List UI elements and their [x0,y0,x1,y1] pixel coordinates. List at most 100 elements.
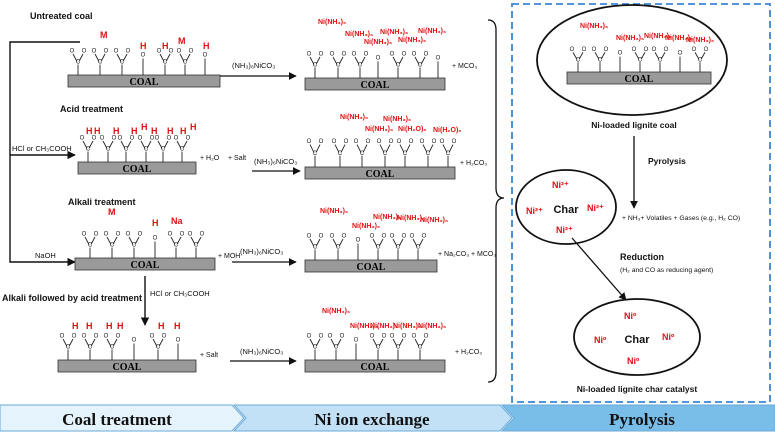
ion-label: H [162,41,169,51]
atom-symbol: C [396,63,401,69]
ion-label: H [180,126,187,136]
ion-label: Ni(NH₃)₆ [383,116,411,123]
bond-line [422,144,428,153]
atom-symbol: O [70,49,75,55]
row-title-alkali-acid: Alkali followed by acid treatment [2,293,142,303]
ion-label: Ni(NH₃)₆ [340,114,368,121]
atom-symbol: O [114,49,119,55]
ion-label: Ni(NH₃)₆ [418,28,446,35]
ion-label: Ni(NH₃)₆ [418,323,446,330]
atom-symbol: O [60,334,65,340]
atom-symbol: O [94,334,99,340]
atom-symbol: O [422,234,427,240]
gas-products: + NH₃+ Volatiles + Gases (e.g., H₂ CO) [622,215,740,222]
atom-symbol: O [177,49,182,55]
ion-label: H [174,321,181,331]
bond-line [84,236,90,245]
atom-symbol: C [174,243,179,249]
ion-label: H [86,126,93,136]
treatment-branch-lines [9,41,150,326]
atom-symbol: O [604,47,609,53]
ion-label: H [190,122,197,132]
atom-symbol: C [88,243,93,249]
bond-line [362,144,368,153]
bond-line [126,140,132,149]
ion-label: Ni(NH₃)₆ [352,223,380,230]
left-ions-untreated: M H H M H [100,30,210,51]
panel-ni-ions: Ni(NH₃)₆ Ni(NH₃)₆ Ni(NH₃)₆ Ni(NH₃)₆ Ni(N… [580,23,714,44]
atom-symbol: O [92,49,97,55]
atom-symbol: O [138,136,143,142]
bond-line [106,338,112,347]
atom-symbol: O [376,55,381,61]
atom-symbol: O [440,139,445,145]
ion-label: Niº [662,332,675,342]
atom-symbol: O [354,337,359,343]
coal-bar-ni-untreated: COAL [304,77,446,91]
ion-label: H [117,321,124,331]
left-ions-alkali: M H Na [108,207,183,228]
atom-symbol: O [412,334,417,340]
atom-symbol: O [82,232,87,238]
bond-line [414,56,420,65]
atom-symbol: O [364,52,369,58]
byproduct-na2co3: + Na₂CO₃ + MCO₃ [438,251,496,258]
atom-symbol: C [106,147,111,153]
atom-symbol: O [370,234,375,240]
banner-label-pyrolysis: Pyrolysis [609,410,675,429]
bond-line [336,338,342,347]
bond-line [398,56,404,65]
bond-line [392,56,398,65]
ion-label: Ni(NH₃)₆ [380,29,408,36]
bond-line [176,236,182,245]
atom-symbol: O [80,136,85,142]
bond-line [330,338,336,347]
bond-line [332,238,338,247]
ion-label: Ni(NH₃)₆ [397,215,425,222]
atom-symbol: O [104,334,109,340]
reagent-acid: HCl or CH₃COOH [12,144,72,153]
atom-symbol: O [397,139,402,145]
byproduct-h2co3: + H₂CO₃ [460,160,487,167]
atom-symbol: O [180,232,185,238]
atom-symbol: O [104,49,109,55]
atom-symbol: C [110,243,115,249]
atom-symbol: C [88,345,93,351]
ion-label: Ni(NH₃)₆ [616,35,644,42]
coal-label: COAL [123,164,152,175]
atom-symbol: O [664,47,669,53]
atom-symbol: C [598,57,603,63]
ion-label: H [167,126,174,136]
byproduct-salt: + Salt [228,155,246,162]
coal-bar-alkali: COAL [74,257,216,271]
bond-line [170,236,176,245]
ion-label: Ni(NH₃)₆ [644,33,672,40]
bond-line [640,52,646,60]
atom-symbol: O [188,232,193,238]
atom-symbol: O [390,234,395,240]
atom-symbol: O [189,49,194,55]
atom-symbol: O [340,334,345,340]
bond-line [660,52,666,60]
atom-symbol: O [402,334,407,340]
atom-symbol: C [110,345,115,351]
atom-symbol: O [82,334,87,340]
atom-symbol: O [307,234,312,240]
bond-line [332,56,338,65]
bond-line [654,52,660,60]
atom-symbol: O [155,136,160,142]
atom-symbol: O [186,136,191,142]
atom-symbol: O [410,234,415,240]
atom-symbol: C [418,345,423,351]
exchange-arrows [220,72,301,365]
atom-symbol: O [582,47,587,53]
bond-line [94,53,100,62]
bond-line [163,140,169,149]
atom-symbol: O [370,334,375,340]
reagent-label: (NH₃)₆NiCO₃ [232,61,275,70]
atom-symbol: O [104,232,109,238]
ion-label: H [86,321,93,331]
bond-line [428,144,434,153]
ion-label: Ni(NH₃)₆ [370,323,398,330]
atom-symbol: O [644,47,649,53]
